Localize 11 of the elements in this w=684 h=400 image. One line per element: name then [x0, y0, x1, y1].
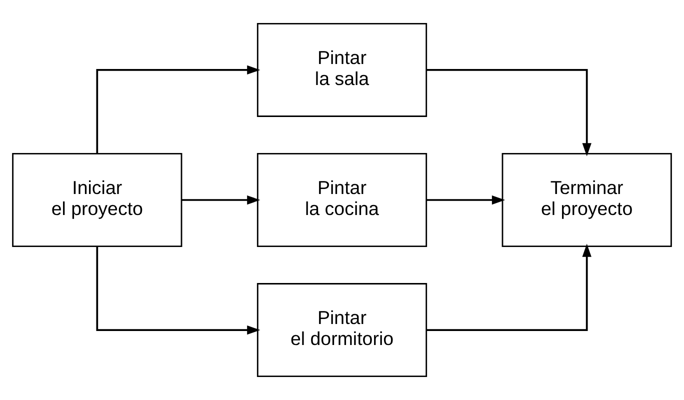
node-box: Pintar la cocina	[256, 153, 428, 247]
arrow	[426, 244, 592, 331]
node-box: Pintar la sala	[256, 22, 428, 117]
arrow	[96, 65, 260, 154]
node-box: Pintar el dormitorio	[256, 283, 428, 378]
arrow	[96, 246, 260, 335]
arrow	[426, 195, 506, 205]
arrow	[426, 69, 592, 156]
node-box: Iniciar el proyecto	[12, 153, 182, 247]
arrow	[182, 195, 260, 205]
node-box: Terminar el proyecto	[502, 153, 672, 247]
